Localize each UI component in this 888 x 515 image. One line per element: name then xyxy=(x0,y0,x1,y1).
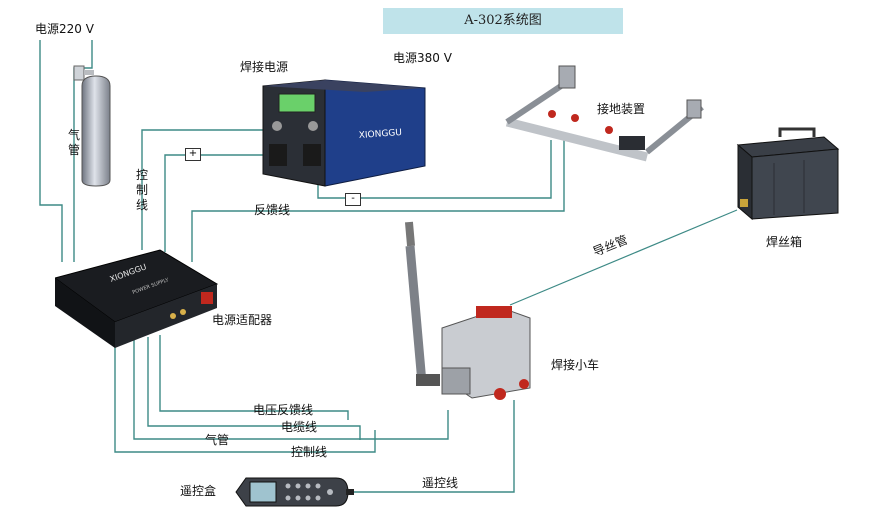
wire-box xyxy=(736,127,840,221)
wire-voltage-feedback xyxy=(159,335,349,420)
label-control-wire-bottom: 控制线 xyxy=(291,445,328,459)
gas-cylinder-icon xyxy=(73,65,111,187)
label-welding-power: 焊接电源 xyxy=(240,60,289,74)
label-gas-pipe-top: 气管 xyxy=(68,128,81,157)
label-power220: 电源220 V xyxy=(35,22,94,36)
plus-tag: + xyxy=(185,148,201,161)
diagram-title: A-302系统图 xyxy=(383,8,623,34)
welding-carriage xyxy=(404,221,531,400)
ground-device xyxy=(505,65,704,162)
wire-plus xyxy=(164,154,268,252)
power-brand: XIONGGU xyxy=(359,128,403,141)
remote-box-device xyxy=(235,477,354,507)
wire-feedback xyxy=(191,140,565,262)
label-feedback-wire: 反馈线 xyxy=(254,203,291,217)
wire-gas-bottom xyxy=(133,340,449,440)
label-ground-device: 接地装置 xyxy=(597,102,646,116)
minus-tag: - xyxy=(345,193,361,206)
label-cable: 电缆线 xyxy=(281,420,318,434)
label-gas-pipe-bottom: 气管 xyxy=(205,433,230,447)
label-voltage-feedback: 电压反馈线 xyxy=(253,403,314,417)
label-remote-wire: 遥控线 xyxy=(422,476,459,490)
label-welding-carriage: 焊接小车 xyxy=(551,358,600,372)
label-power380: 电源380 V xyxy=(393,51,452,65)
wire-control-top xyxy=(141,129,318,250)
wire-cable xyxy=(147,337,361,440)
welding-power-unit: XIONGGU xyxy=(262,79,426,187)
wire-power220 xyxy=(39,40,63,262)
label-power-adapter: 电源适配器 xyxy=(212,313,273,327)
wire-control-bottom xyxy=(114,345,376,453)
wire-remote xyxy=(350,400,515,493)
label-wire-box: 焊丝箱 xyxy=(766,235,803,249)
power-adapter: XIONGGU POWER SUPPLY xyxy=(55,249,219,348)
wire-guide-tube xyxy=(509,209,738,306)
label-control-wire-top: 控制线 xyxy=(136,168,149,212)
label-remote-box: 遥控盒 xyxy=(180,484,217,498)
